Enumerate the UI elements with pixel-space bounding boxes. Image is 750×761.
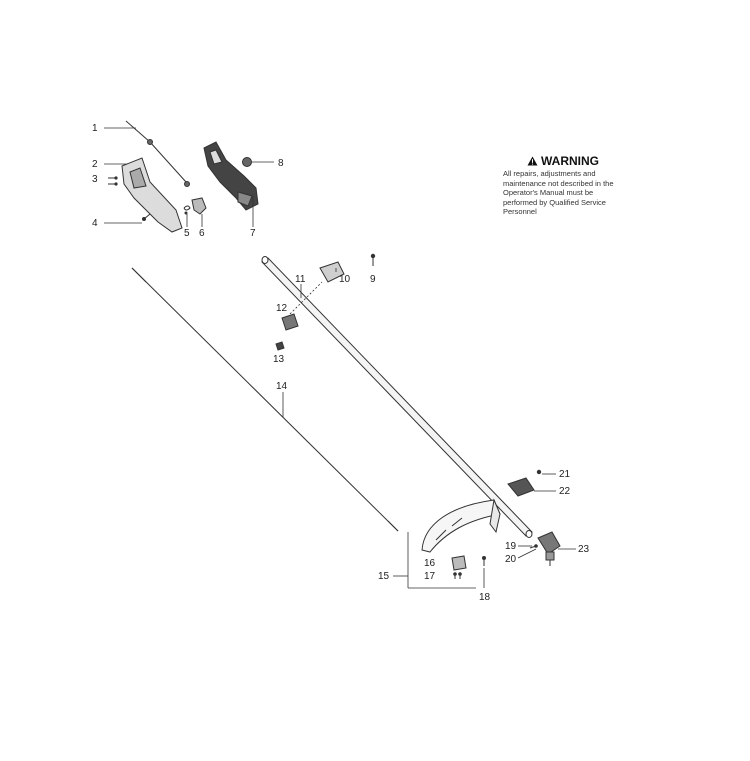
- callout-15: 15: [378, 571, 390, 582]
- warning-title: WARNING: [541, 154, 599, 168]
- leader-line-20: [517, 548, 537, 559]
- callout-13: 13: [273, 354, 285, 365]
- leader-bracket-15: [393, 532, 476, 589]
- part-loop-handle: [302, 223, 350, 283]
- callout-12: 12: [276, 303, 288, 314]
- callout-22: 22: [559, 486, 571, 497]
- part-nut: [275, 341, 285, 351]
- part-drive-shaft-tube: [261, 256, 533, 538]
- callout-1: 1: [92, 123, 98, 134]
- part-throttle-trigger: [191, 197, 207, 215]
- callout-6: 6: [199, 228, 205, 239]
- warning-triangle-icon: [527, 156, 538, 166]
- callout-7: 7: [250, 228, 256, 239]
- callout-5: 5: [184, 228, 190, 239]
- callout-2: 2: [92, 159, 98, 170]
- part-shield-screw: [482, 556, 486, 566]
- callout-10: 10: [339, 274, 351, 285]
- callout-16: 16: [424, 558, 436, 569]
- callout-17: 17: [424, 571, 436, 582]
- warning-text: All repairs, adjustments and maintenance…: [503, 169, 614, 216]
- part-screws-17: [453, 572, 462, 579]
- warning-notice: WARNING All repairs, adjustments and mai…: [503, 154, 623, 217]
- part-debris-shield: [421, 498, 501, 553]
- part-gearhead-screws: [529, 544, 538, 549]
- part-screws-3: [108, 176, 118, 186]
- callout-18: 18: [479, 592, 491, 603]
- callout-8: 8: [278, 158, 284, 169]
- callout-11: 11: [295, 274, 306, 285]
- part-shield-bracket: [507, 477, 535, 497]
- part-line-cutter-blade: [451, 555, 467, 571]
- part-screw-4: [142, 213, 151, 221]
- part-gearhead: [537, 531, 561, 566]
- part-handle-screw: [370, 253, 376, 266]
- part-throttle-cable: [125, 120, 190, 187]
- callout-4: 4: [92, 218, 98, 229]
- callout-20: 20: [505, 554, 517, 565]
- callout-14: 14: [276, 381, 288, 392]
- part-trigger-spring: [183, 205, 191, 215]
- part-handle-housing-left: [121, 157, 183, 233]
- part-knob: [242, 157, 252, 167]
- callout-23: 23: [578, 544, 590, 555]
- part-bracket-screw: [536, 469, 542, 475]
- part-handle-clamp: [281, 281, 323, 331]
- callout-21: 21: [559, 469, 571, 480]
- callout-19: 19: [505, 541, 517, 552]
- callout-3: 3: [92, 174, 98, 185]
- warning-title-row: WARNING: [503, 154, 623, 168]
- callout-9: 9: [370, 274, 376, 285]
- part-drive-shaft: [131, 267, 399, 532]
- part-handle-housing-right: [203, 141, 259, 211]
